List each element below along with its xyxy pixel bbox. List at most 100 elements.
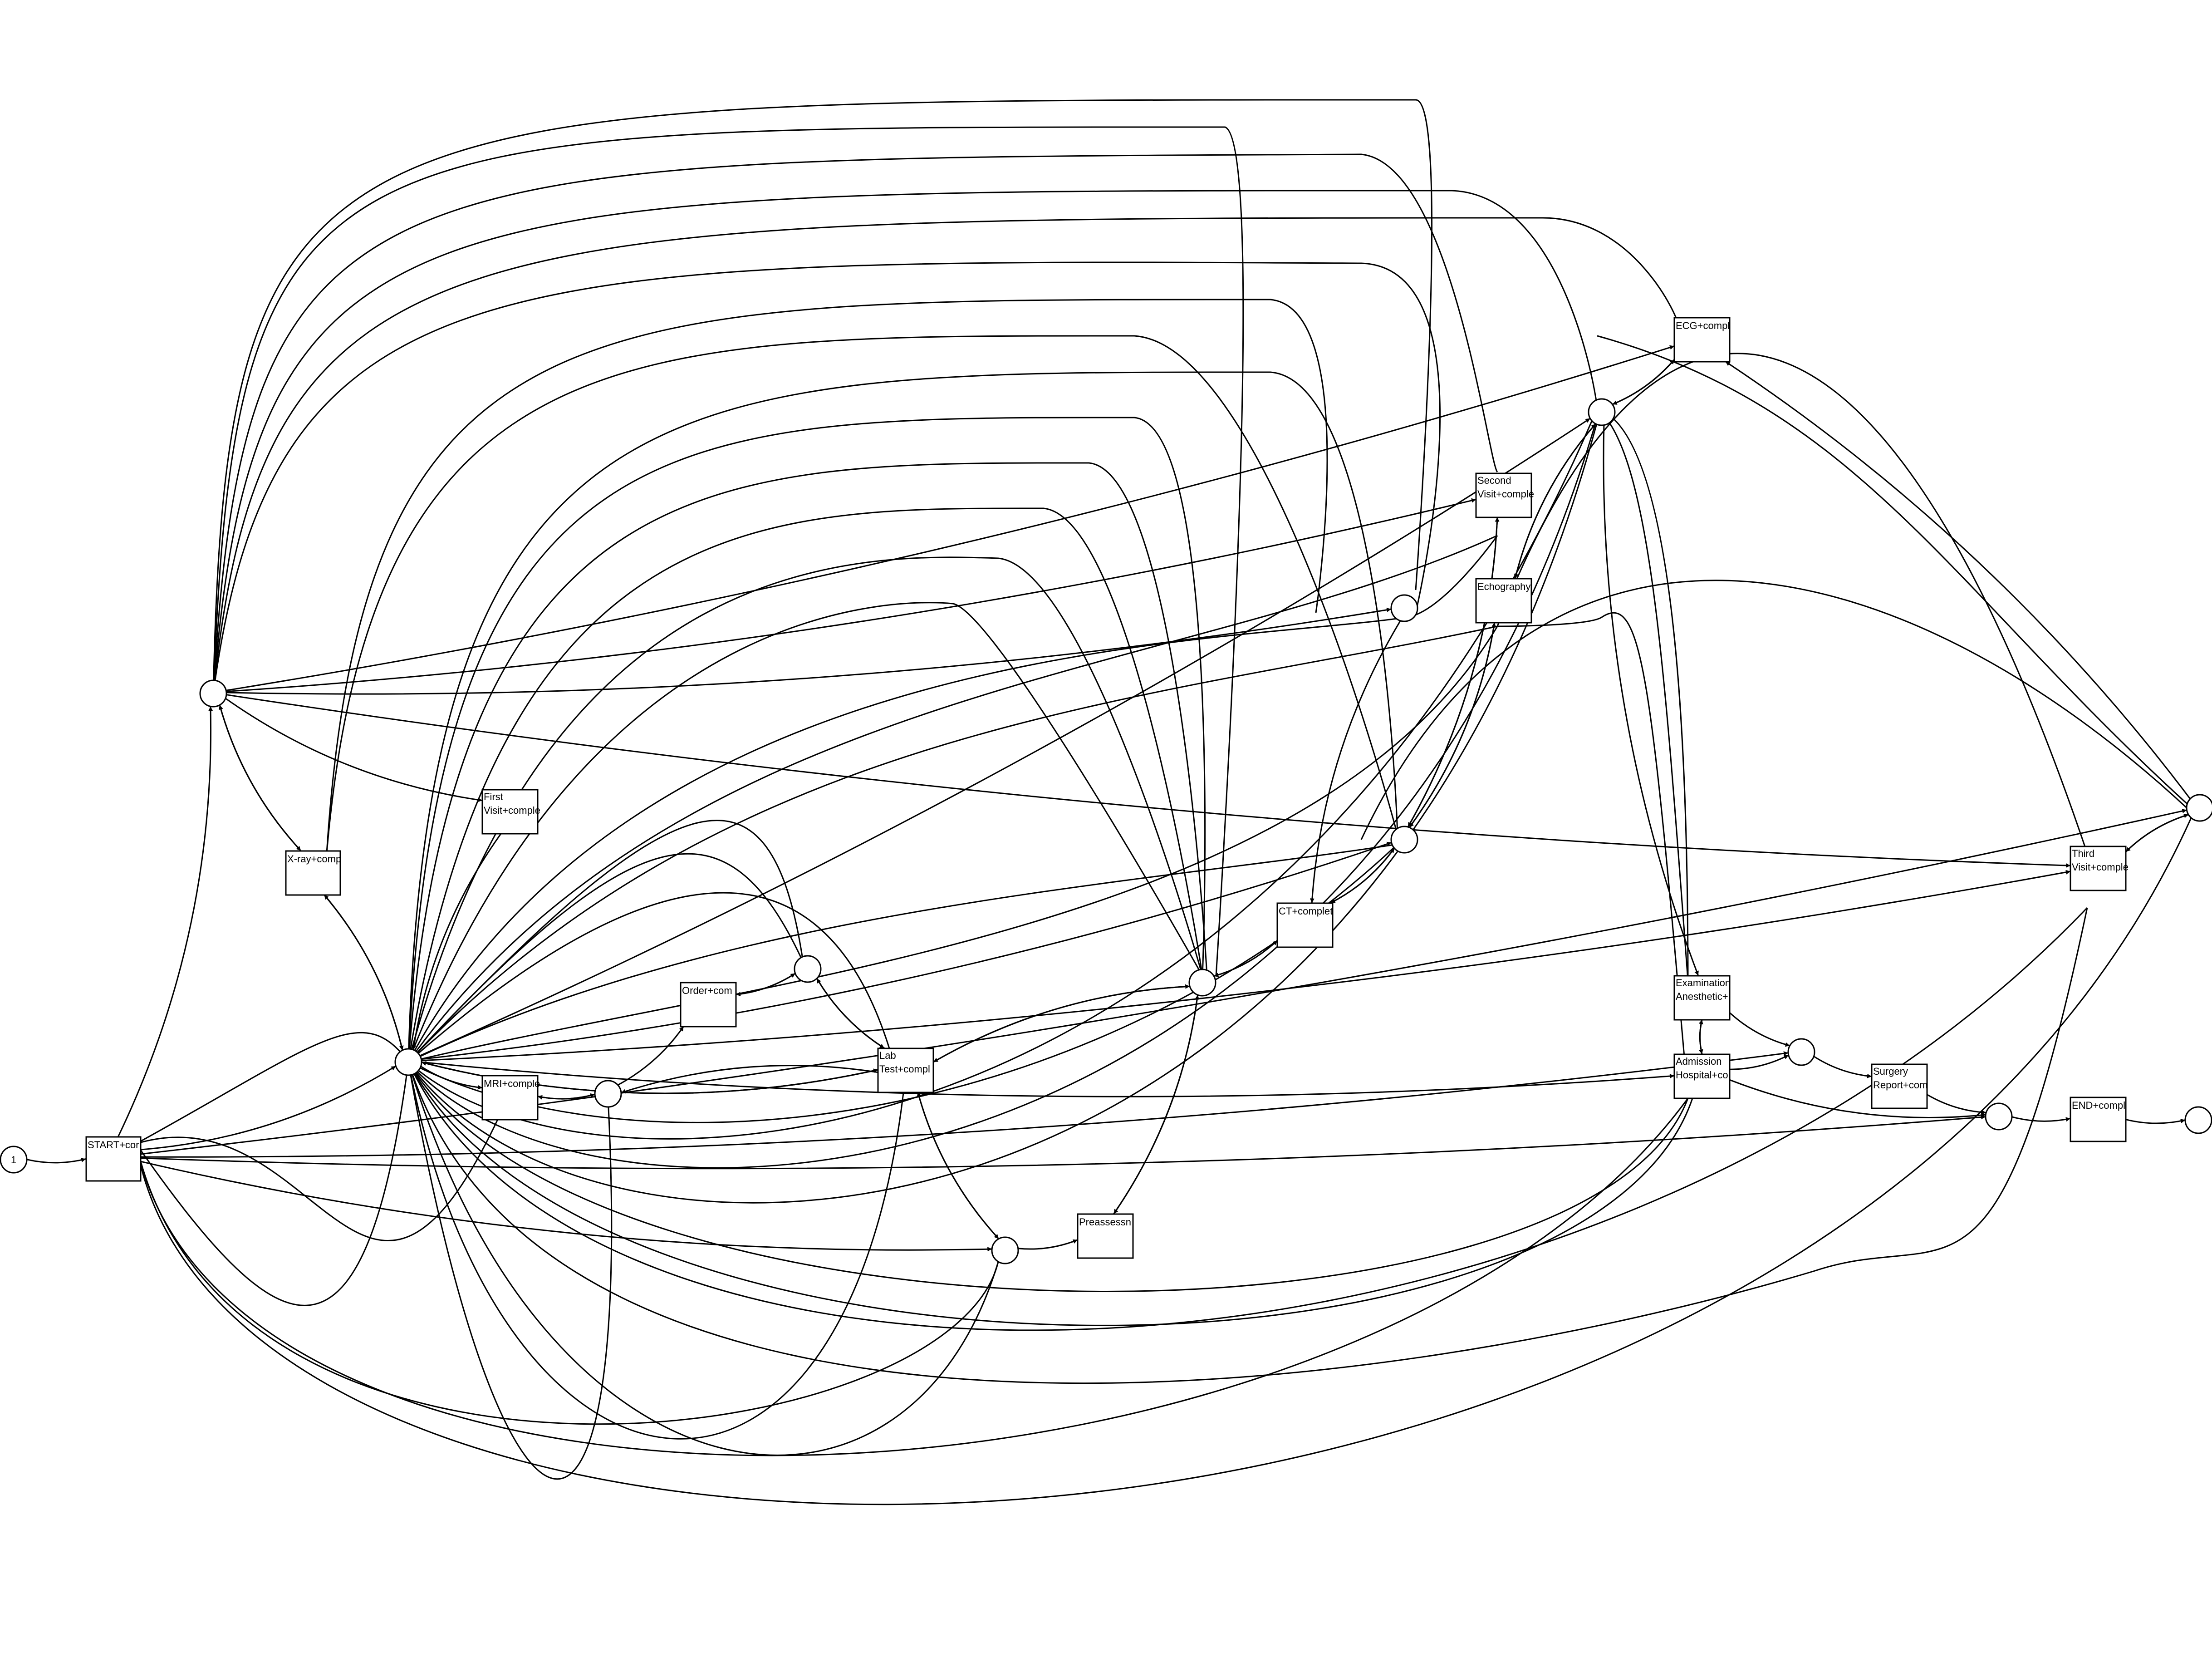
arc-p_a-to-secondvisit xyxy=(226,498,1476,693)
place-a[interactable] xyxy=(199,679,227,708)
bg-arc xyxy=(407,462,1208,1062)
bg-arc xyxy=(407,1062,1693,1326)
bg-arc xyxy=(136,1116,500,1242)
arc-p_a-to-p_echo xyxy=(226,607,1392,695)
arc-p_ecg-to-exam xyxy=(1603,425,1699,976)
place-e2[interactable] xyxy=(1390,826,1418,854)
bg-arc xyxy=(407,907,2088,1331)
bg-arc xyxy=(407,408,1598,1140)
place-surg[interactable] xyxy=(1985,1102,2013,1131)
transition-third-visit[interactable]: Third Visit+comple xyxy=(2070,846,2129,891)
transition-label: Preassessn xyxy=(1079,1216,1131,1228)
bg-arc xyxy=(407,1062,1689,1292)
transition-label: Report+com xyxy=(1873,1079,1928,1091)
arc-lab-to-p_mri xyxy=(621,1065,878,1094)
arc-p_surg-to-end xyxy=(2011,1116,2071,1122)
arc-lab-to-p_ct xyxy=(933,984,1190,1063)
bg-arc xyxy=(407,602,1203,1062)
place-mri[interactable] xyxy=(594,1080,622,1108)
place-echo[interactable] xyxy=(1390,594,1418,622)
transition-label: X-ray+comp xyxy=(287,853,341,865)
arc-ct-to-p_ct xyxy=(1213,940,1278,977)
place-ecg[interactable] xyxy=(1588,398,1616,426)
transition-preassess[interactable]: Preassessn xyxy=(1077,1213,1134,1259)
place-token: 1 xyxy=(11,1154,16,1166)
place-order[interactable] xyxy=(794,955,822,983)
transition-lab[interactable]: Lab Test+compl xyxy=(877,1048,934,1093)
transition-label: MRI+comple xyxy=(484,1078,540,1089)
transition-second-visit[interactable]: Second Visit+comple xyxy=(1475,472,1534,518)
transition-label: Visit+comple xyxy=(484,805,540,816)
place-ct[interactable] xyxy=(1188,969,1216,997)
arc-p_third-to-ecg xyxy=(1725,361,2191,800)
bg-arc xyxy=(212,190,1598,694)
place-b[interactable] xyxy=(394,1048,422,1076)
transition-label: First xyxy=(484,791,503,802)
nodes-layer: 1 START+cor X-ray+comp First Visit+compl… xyxy=(0,317,2212,1264)
transition-start[interactable]: START+cor xyxy=(85,1136,142,1182)
bg-arc xyxy=(407,1062,613,1480)
arc-p_ecg-to-ecg xyxy=(1612,359,1675,405)
arc-p_ct-to-ct xyxy=(1213,940,1278,977)
arc-p_e2-to-ct xyxy=(1330,848,1395,904)
place-pre[interactable] xyxy=(991,1236,1019,1264)
arc-ecg-to-p_ecg xyxy=(1612,359,1675,405)
transition-xray[interactable]: X-ray+comp xyxy=(285,850,341,896)
place-adm[interactable] xyxy=(1787,1038,1815,1066)
transition-surgery[interactable]: Surgery Report+com xyxy=(1871,1063,1928,1109)
place-third[interactable] xyxy=(2186,794,2212,822)
bg-arc xyxy=(407,1052,908,1440)
place-end[interactable] xyxy=(2184,1106,2212,1134)
transition-label: Visit+comple xyxy=(2072,861,2129,873)
transition-admission[interactable]: Admission Hospital+co xyxy=(1673,1053,1731,1099)
background-arcs xyxy=(135,99,2192,1505)
bg-arc xyxy=(407,507,1203,1062)
arc-xray-to-p_a xyxy=(218,704,302,851)
transition-order[interactable]: Order+com xyxy=(680,982,737,1028)
arc-p_a-to-xray xyxy=(219,704,302,851)
arc-start-to-p_adm xyxy=(141,1051,1789,1158)
arc-secondvisit-to-p_e2 xyxy=(1407,517,1498,827)
bg-arc xyxy=(212,217,1680,694)
arc-start-to-p_third xyxy=(141,809,2187,1155)
arc-admission-to-p_adm xyxy=(1729,1054,1789,1070)
arc-surgery-to-p_surg xyxy=(1927,1094,1986,1115)
transition-label: END+compl xyxy=(2072,1100,2125,1111)
bg-arc xyxy=(1360,580,2192,840)
arc-p_b-to-mri xyxy=(420,1066,483,1090)
bg-arc xyxy=(407,371,1398,1062)
arc-p_a-to-thirdvisit xyxy=(226,694,2071,868)
arc-admission-to-p_surg xyxy=(1729,1079,1986,1118)
arc-firstvisit-to-p_b xyxy=(412,833,502,1050)
transition-label: Third xyxy=(2072,848,2094,859)
transition-ecg[interactable]: ECG+compl xyxy=(1673,317,1731,363)
transition-label: Visit+comple xyxy=(1477,488,1534,500)
transition-label: Hospital+co xyxy=(1676,1069,1728,1081)
arc-end-to-p_end xyxy=(2125,1119,2186,1124)
bg-arc xyxy=(407,535,1498,1062)
bg-arc xyxy=(407,853,804,1063)
place-start[interactable]: 1 xyxy=(0,1146,28,1174)
bg-arc xyxy=(135,816,2192,1505)
transition-ct[interactable]: CT+complet xyxy=(1276,902,1334,948)
bg-arc xyxy=(1597,408,1689,981)
bg-arc xyxy=(1597,408,1689,981)
transition-examination[interactable]: Examination Anesthetic+ xyxy=(1673,975,1731,1021)
bg-arc xyxy=(1496,353,2088,854)
arc-p_ct-to-preassess xyxy=(1113,994,1199,1215)
bg-arc xyxy=(407,625,1498,1063)
transition-echography[interactable]: Echography xyxy=(1475,578,1532,624)
bg-arc xyxy=(407,417,1598,1169)
arc-p_e2-to-echo xyxy=(1408,622,1496,828)
transition-end[interactable]: END+compl xyxy=(2070,1097,2127,1142)
arc-start-to-p_a xyxy=(118,706,213,1137)
arc-p_mri-to-mri xyxy=(537,1093,595,1100)
bg-arc xyxy=(212,126,1244,976)
arc-start-to-p_b xyxy=(141,1065,397,1151)
transition-label: Order+com xyxy=(682,985,732,996)
bg-arc xyxy=(135,1098,1689,1456)
transition-first-visit[interactable]: First Visit+comple xyxy=(481,789,540,835)
transition-label: START+cor xyxy=(88,1139,139,1151)
transition-mri[interactable]: MRI+comple xyxy=(481,1075,540,1121)
